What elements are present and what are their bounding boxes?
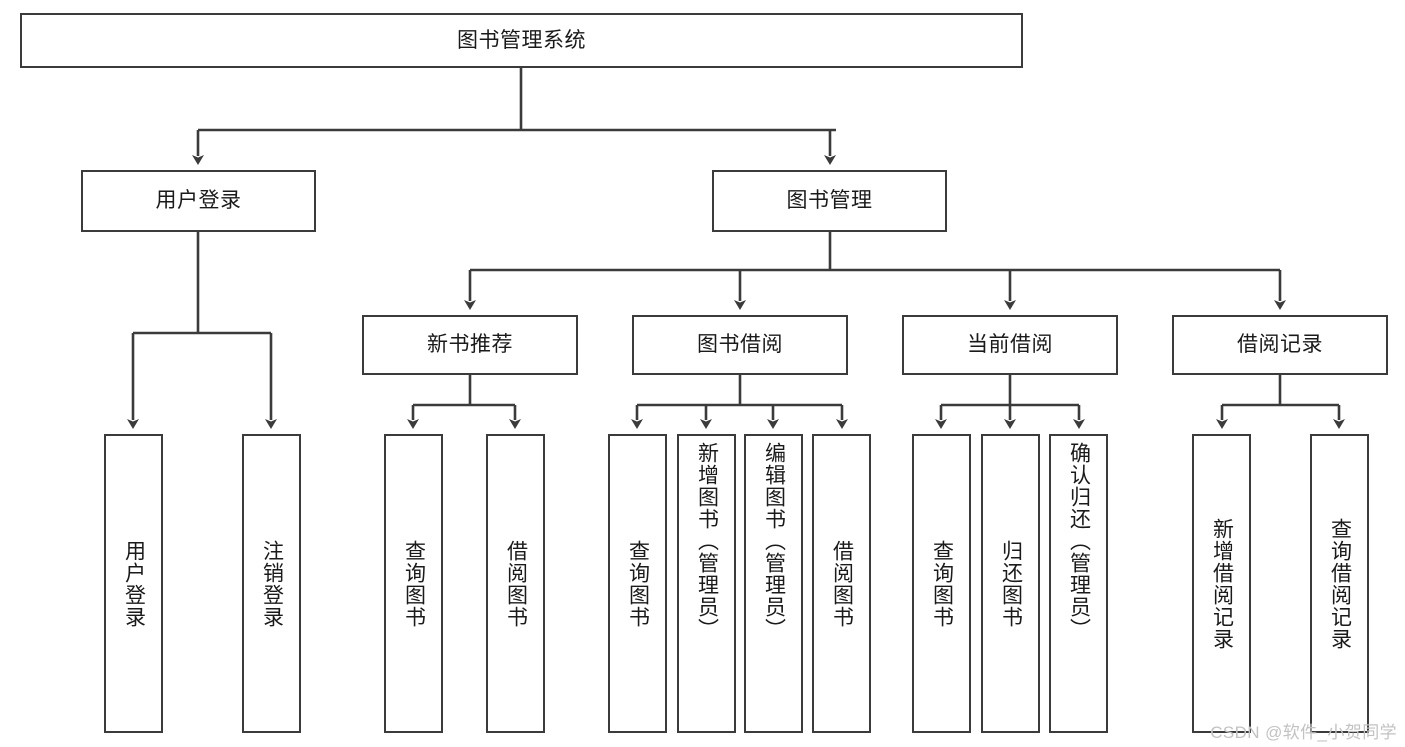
leaf-edit-book-admin[interactable]: 编辑图书（管理员） bbox=[744, 434, 803, 733]
node-new-book-recommend[interactable]: 新书推荐 bbox=[362, 315, 578, 375]
leaf-add-borrow-record[interactable]: 新增借阅记录 bbox=[1192, 434, 1251, 733]
leaf-add-book-admin[interactable]: 新增图书（管理员） bbox=[677, 434, 736, 733]
node-borrow-record-label: 借阅记录 bbox=[1237, 333, 1323, 357]
leaf-confirm-return-admin[interactable]: 确认归还（管理员） bbox=[1049, 434, 1108, 733]
node-current-borrow-label: 当前借阅 bbox=[967, 333, 1053, 357]
node-current-borrow[interactable]: 当前借阅 bbox=[902, 315, 1118, 375]
watermark-text: CSDN @软件_小贺同学 bbox=[1210, 723, 1397, 742]
leaf-borrow-book[interactable]: 借阅图书 bbox=[812, 434, 871, 733]
leaf-return-book[interactable]: 归还图书 bbox=[981, 434, 1040, 733]
node-root-label: 图书管理系统 bbox=[457, 28, 586, 52]
node-book-borrow[interactable]: 图书借阅 bbox=[632, 315, 848, 375]
leaf-query-book-recommend-label: 查询图书 bbox=[402, 539, 426, 628]
leaf-return-book-label: 归还图书 bbox=[999, 539, 1023, 628]
leaf-confirm-return-admin-label: 确认归还（管理员） bbox=[1067, 442, 1091, 640]
leaf-edit-book-admin-label: 编辑图书（管理员） bbox=[762, 442, 786, 640]
node-user-login[interactable]: 用户登录 bbox=[81, 170, 316, 232]
node-book-management[interactable]: 图书管理 bbox=[712, 170, 947, 232]
leaf-borrow-book-label: 借阅图书 bbox=[830, 539, 854, 628]
leaf-user-login-label: 用户登录 bbox=[122, 539, 146, 628]
leaf-query-book-current-label: 查询图书 bbox=[930, 539, 954, 628]
leaf-query-book-label: 查询图书 bbox=[626, 539, 650, 628]
node-book-borrow-label: 图书借阅 bbox=[697, 333, 783, 357]
leaf-query-book[interactable]: 查询图书 bbox=[608, 434, 667, 733]
node-root[interactable]: 图书管理系统 bbox=[20, 13, 1023, 68]
node-book-management-label: 图书管理 bbox=[786, 189, 873, 213]
leaf-logout-label: 注销登录 bbox=[260, 539, 284, 628]
leaf-logout[interactable]: 注销登录 bbox=[242, 434, 301, 733]
leaf-borrow-book-recommend[interactable]: 借阅图书 bbox=[486, 434, 545, 733]
leaf-query-book-recommend[interactable]: 查询图书 bbox=[384, 434, 443, 733]
leaf-add-book-admin-label: 新增图书（管理员） bbox=[695, 442, 719, 640]
leaf-user-login[interactable]: 用户登录 bbox=[104, 434, 163, 733]
node-borrow-record[interactable]: 借阅记录 bbox=[1172, 315, 1388, 375]
leaf-borrow-book-recommend-label: 借阅图书 bbox=[504, 539, 528, 628]
leaf-query-borrow-record[interactable]: 查询借阅记录 bbox=[1310, 434, 1369, 733]
leaf-query-book-current[interactable]: 查询图书 bbox=[912, 434, 971, 733]
leaf-add-borrow-record-label: 新增借阅记录 bbox=[1210, 517, 1234, 650]
leaf-query-borrow-record-label: 查询借阅记录 bbox=[1328, 517, 1352, 650]
node-user-login-label: 用户登录 bbox=[155, 189, 242, 213]
node-new-book-recommend-label: 新书推荐 bbox=[427, 333, 513, 357]
